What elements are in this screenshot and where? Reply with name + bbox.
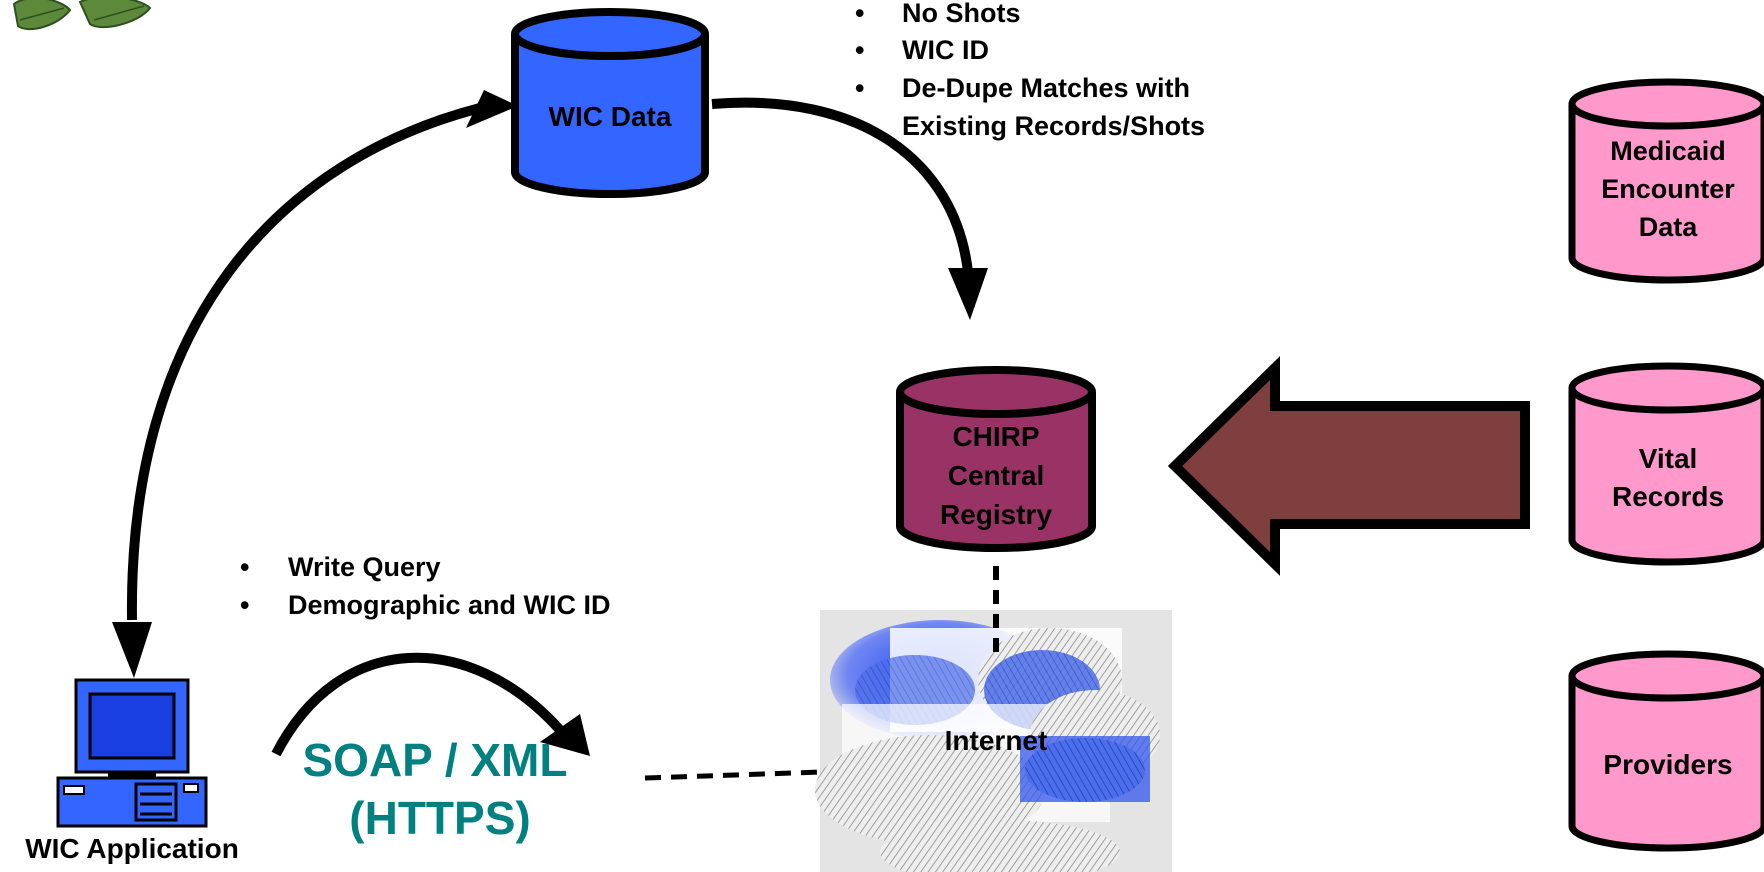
bullet-dot: • — [240, 590, 249, 620]
medicaid-label-line-3: Data — [1639, 212, 1699, 242]
bullet-dot: • — [855, 0, 864, 28]
wic-application-label: WIC Application — [25, 833, 239, 864]
top-bullet-3-continued: Existing Records/Shots — [902, 111, 1205, 141]
bottom-bullet-list: • Write Query • Demographic and WIC ID — [240, 552, 611, 620]
bottom-bullet-2: Demographic and WIC ID — [288, 590, 611, 620]
leaf-logo-icon — [12, 0, 152, 31]
internet-label: Internet — [945, 725, 1048, 756]
protocol-label-line-2: (HTTPS) — [349, 792, 530, 844]
vital-records-database: Vital Records — [1568, 362, 1764, 566]
top-bullet-1: No Shots — [902, 0, 1021, 28]
bullet-dot: • — [855, 73, 864, 103]
chirp-label-line-2: Central — [948, 460, 1044, 491]
top-bullet-2: WIC ID — [902, 35, 989, 65]
top-bullet-3: De-Dupe Matches with — [902, 73, 1190, 103]
medicaid-label-line-1: Medicaid — [1610, 136, 1726, 166]
chirp-registry-database: CHIRP Central Registry — [896, 366, 1096, 552]
wic-data-to-chirp-arrow — [711, 97, 988, 320]
vital-label-line-1: Vital — [1639, 443, 1698, 474]
wic-app-data-sync-arrow — [112, 90, 518, 678]
wic-data-label: WIC Data — [549, 101, 672, 132]
chirp-label-line-1: CHIRP — [952, 421, 1039, 452]
providers-label: Providers — [1603, 749, 1732, 780]
chirp-label-line-3: Registry — [940, 499, 1052, 530]
data-feed-arrow — [1167, 356, 1530, 576]
app-internet-connection — [644, 769, 823, 781]
internet-cloud-icon: Internet — [815, 610, 1172, 872]
soap-request-arrow — [271, 652, 590, 757]
computer-icon — [56, 678, 208, 828]
vital-label-line-2: Records — [1612, 481, 1724, 512]
providers-database: Providers — [1568, 650, 1764, 852]
bullet-dot: • — [240, 552, 249, 582]
medicaid-label-line-2: Encounter — [1601, 174, 1735, 204]
top-bullet-list: • No Shots • WIC ID • De-Dupe Matches wi… — [855, 0, 1205, 141]
bottom-bullet-1: Write Query — [288, 552, 441, 582]
medicaid-database: Medicaid Encounter Data — [1568, 78, 1764, 284]
protocol-label-line-1: SOAP / XML — [303, 734, 568, 786]
bullet-dot: • — [855, 35, 864, 65]
wic-data-database: WIC Data — [511, 8, 709, 198]
